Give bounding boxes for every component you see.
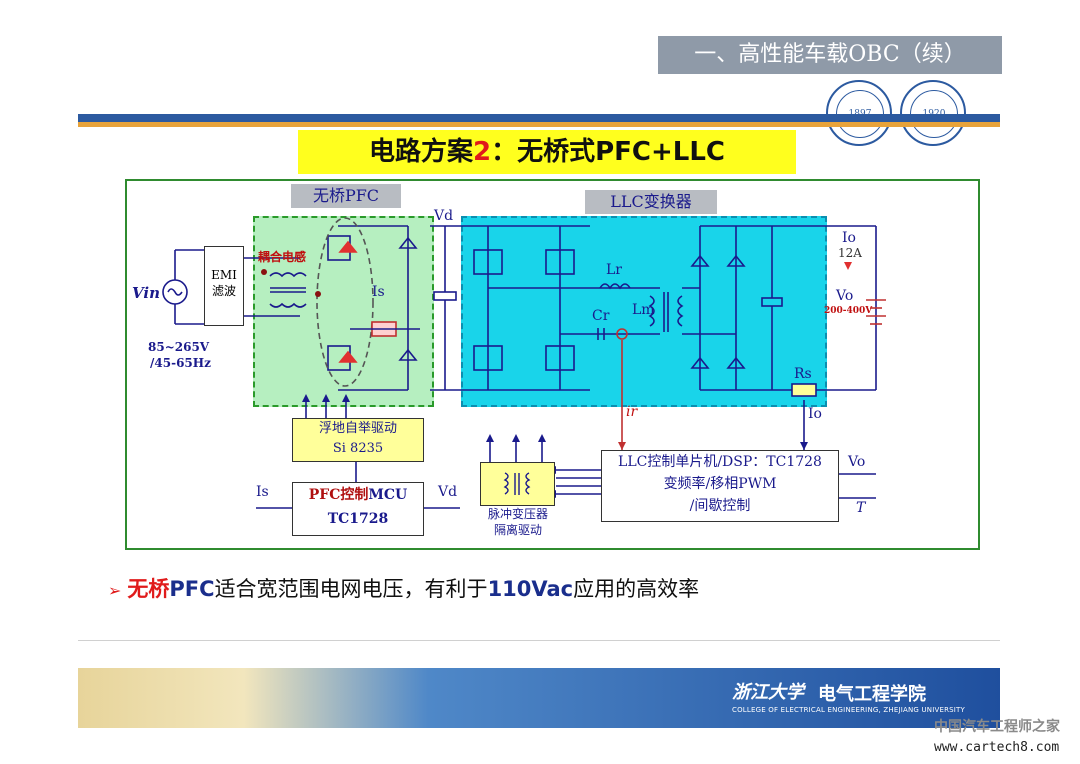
vin-label: Vin (132, 284, 160, 302)
arrowhead-2 (322, 394, 330, 402)
llc-section-label: LLC变换器 (585, 190, 717, 214)
gate-driver-label: 浮地自举驱动 (318, 421, 397, 436)
pfc-mcu-label-prefix: PFC控制 (308, 487, 369, 503)
arrowhead-1 (302, 394, 310, 402)
io-top-label: Io (842, 230, 856, 246)
pfc-mcu-box: PFC控制MCU TC1728 (292, 482, 424, 536)
output-capacitor (761, 297, 783, 307)
arrowhead-13 (800, 442, 808, 450)
ir-sense-point (616, 328, 628, 340)
bullet-arrow-icon: ➢ (108, 581, 122, 600)
bullet-point: ➢ 无桥PFC适合宽范围电网电压，有利于110Vac应用的高效率 (108, 573, 699, 603)
coupling-dot-2 (315, 291, 321, 297)
dsp-input-vo: Vo (848, 454, 866, 470)
emi-label-1: EMI (211, 268, 237, 282)
vin-range-voltage: 85~265V (148, 340, 210, 354)
ir-label: ir (626, 404, 638, 420)
slide-title: 一、高性能车载OBC（续） (658, 36, 1002, 74)
coupled-inductor-label: 耦合电感 (258, 250, 307, 264)
heading-prefix: 电路方案 (368, 137, 473, 167)
lm-label: Lm (632, 302, 655, 318)
pulse-transformer-caption: 脉冲变压器 隔离驱动 (478, 506, 558, 538)
lm-inductor (648, 295, 655, 327)
watermark-site-name: 中国汽车工程师之家 (934, 719, 1060, 735)
pfc-diode-upper (338, 240, 358, 253)
heading-number: 2 (473, 137, 492, 167)
io-bottom-label: Io (808, 406, 822, 422)
arrowhead-3 (342, 394, 350, 402)
arrowhead-5 (512, 434, 520, 442)
pfc-section-label: 无桥PFC (291, 184, 401, 208)
pulse-transformer-caption-1: 脉冲变压器 (487, 507, 548, 521)
arrowhead-4 (486, 434, 494, 442)
rect-diode-1 (690, 254, 710, 267)
footer-college-name: 电气工程学院 (818, 684, 926, 705)
pfc-mcu-label: PFC控制MCU (293, 483, 423, 507)
bullet-text-end: 应用的高效率 (573, 577, 700, 601)
pfc-diode-bottom (398, 348, 418, 361)
rs-shunt (791, 383, 817, 397)
header-stripe-blue (78, 114, 1000, 122)
pfc-diode-lower (338, 350, 358, 363)
mcu-input-is: Is (256, 484, 269, 500)
is-label: Is (372, 284, 385, 300)
dsp-input-t: T (856, 500, 866, 516)
pfc-switch-group-outline (316, 217, 374, 387)
watermark-url: www.cartech8.com (934, 740, 1060, 755)
vo-label: Vo (836, 288, 854, 304)
slide-heading: 电路方案2：无桥式PFC+LLC (298, 130, 796, 174)
io-arrow (844, 262, 852, 270)
llc-dsp-label: LLC控制单片机/DSP：TC1728 (618, 454, 822, 470)
inductor-winding-1 (269, 272, 307, 278)
rect-diode-3 (690, 356, 710, 369)
pulse-transformer-caption-2: 隔离驱动 (493, 523, 542, 537)
bullet-text-pfc: PFC (169, 577, 215, 601)
gate-driver-chip: Si 8235 (332, 441, 384, 456)
header-stripe-orange (78, 122, 1000, 127)
cr-label: Cr (592, 308, 610, 324)
rs-label: Rs (794, 366, 812, 382)
pfc-diode-top (398, 236, 418, 249)
llc-switch-2 (545, 249, 575, 275)
heading-suffix: ：无桥式PFC+LLC (491, 137, 725, 167)
rect-diode-4 (726, 356, 746, 369)
emi-filter-box: EMI 滤波 (204, 246, 244, 326)
mcu-input-vd: Vd (438, 484, 458, 500)
lr-inductor (599, 283, 631, 290)
pfc-mcu-label-suffix: MCU (368, 487, 408, 503)
llc-switch-1 (473, 249, 503, 275)
llc-dsp-box: LLC控制单片机/DSP：TC1728 变频率/移相PWM /间歇控制 (601, 450, 839, 522)
inductor-winding-2 (269, 302, 307, 308)
pfc-mcu-chip: TC1728 (327, 511, 389, 527)
vo-range-label: 200-400V (824, 306, 873, 316)
pulse-transformer-icon (503, 472, 531, 495)
coupling-dot-1 (261, 269, 267, 275)
llc-switch-3 (473, 345, 503, 371)
io-current-label: 12A (838, 246, 862, 260)
bullet-text-red: 无桥 (127, 577, 170, 601)
bullet-text-mid: 适合宽范围电网电压，有利于 (214, 577, 488, 601)
footer-college-english: COLLEGE OF ELECTRICAL ENGINEERING, ZHEJI… (732, 706, 966, 714)
ac-wave-symbol (167, 288, 183, 296)
vin-range-freq: /45-65Hz (150, 356, 211, 370)
arrowhead-6 (538, 434, 546, 442)
content-divider (78, 640, 1000, 641)
llc-dsp-mode-2: /间歇控制 (689, 498, 751, 514)
dclink-capacitor (433, 291, 457, 301)
transformer-secondary (677, 295, 684, 327)
footer-banner (78, 668, 1000, 728)
llc-zone (461, 216, 827, 407)
llc-switch-4 (545, 345, 575, 371)
arrowhead-14 (618, 442, 626, 450)
emi-label-2: 滤波 (211, 284, 236, 298)
lr-label: Lr (606, 262, 622, 278)
gate-driver-box: 浮地自举驱动 Si 8235 (292, 418, 424, 462)
llc-dsp-mode-1: 变频率/移相PWM (663, 476, 777, 492)
bullet-text-vac: 110Vac (487, 577, 574, 601)
footer-school-name: 浙江大学 (732, 682, 804, 703)
rect-diode-2 (726, 254, 746, 267)
pulse-transformer-box (480, 462, 555, 506)
vd-label: Vd (434, 208, 454, 224)
